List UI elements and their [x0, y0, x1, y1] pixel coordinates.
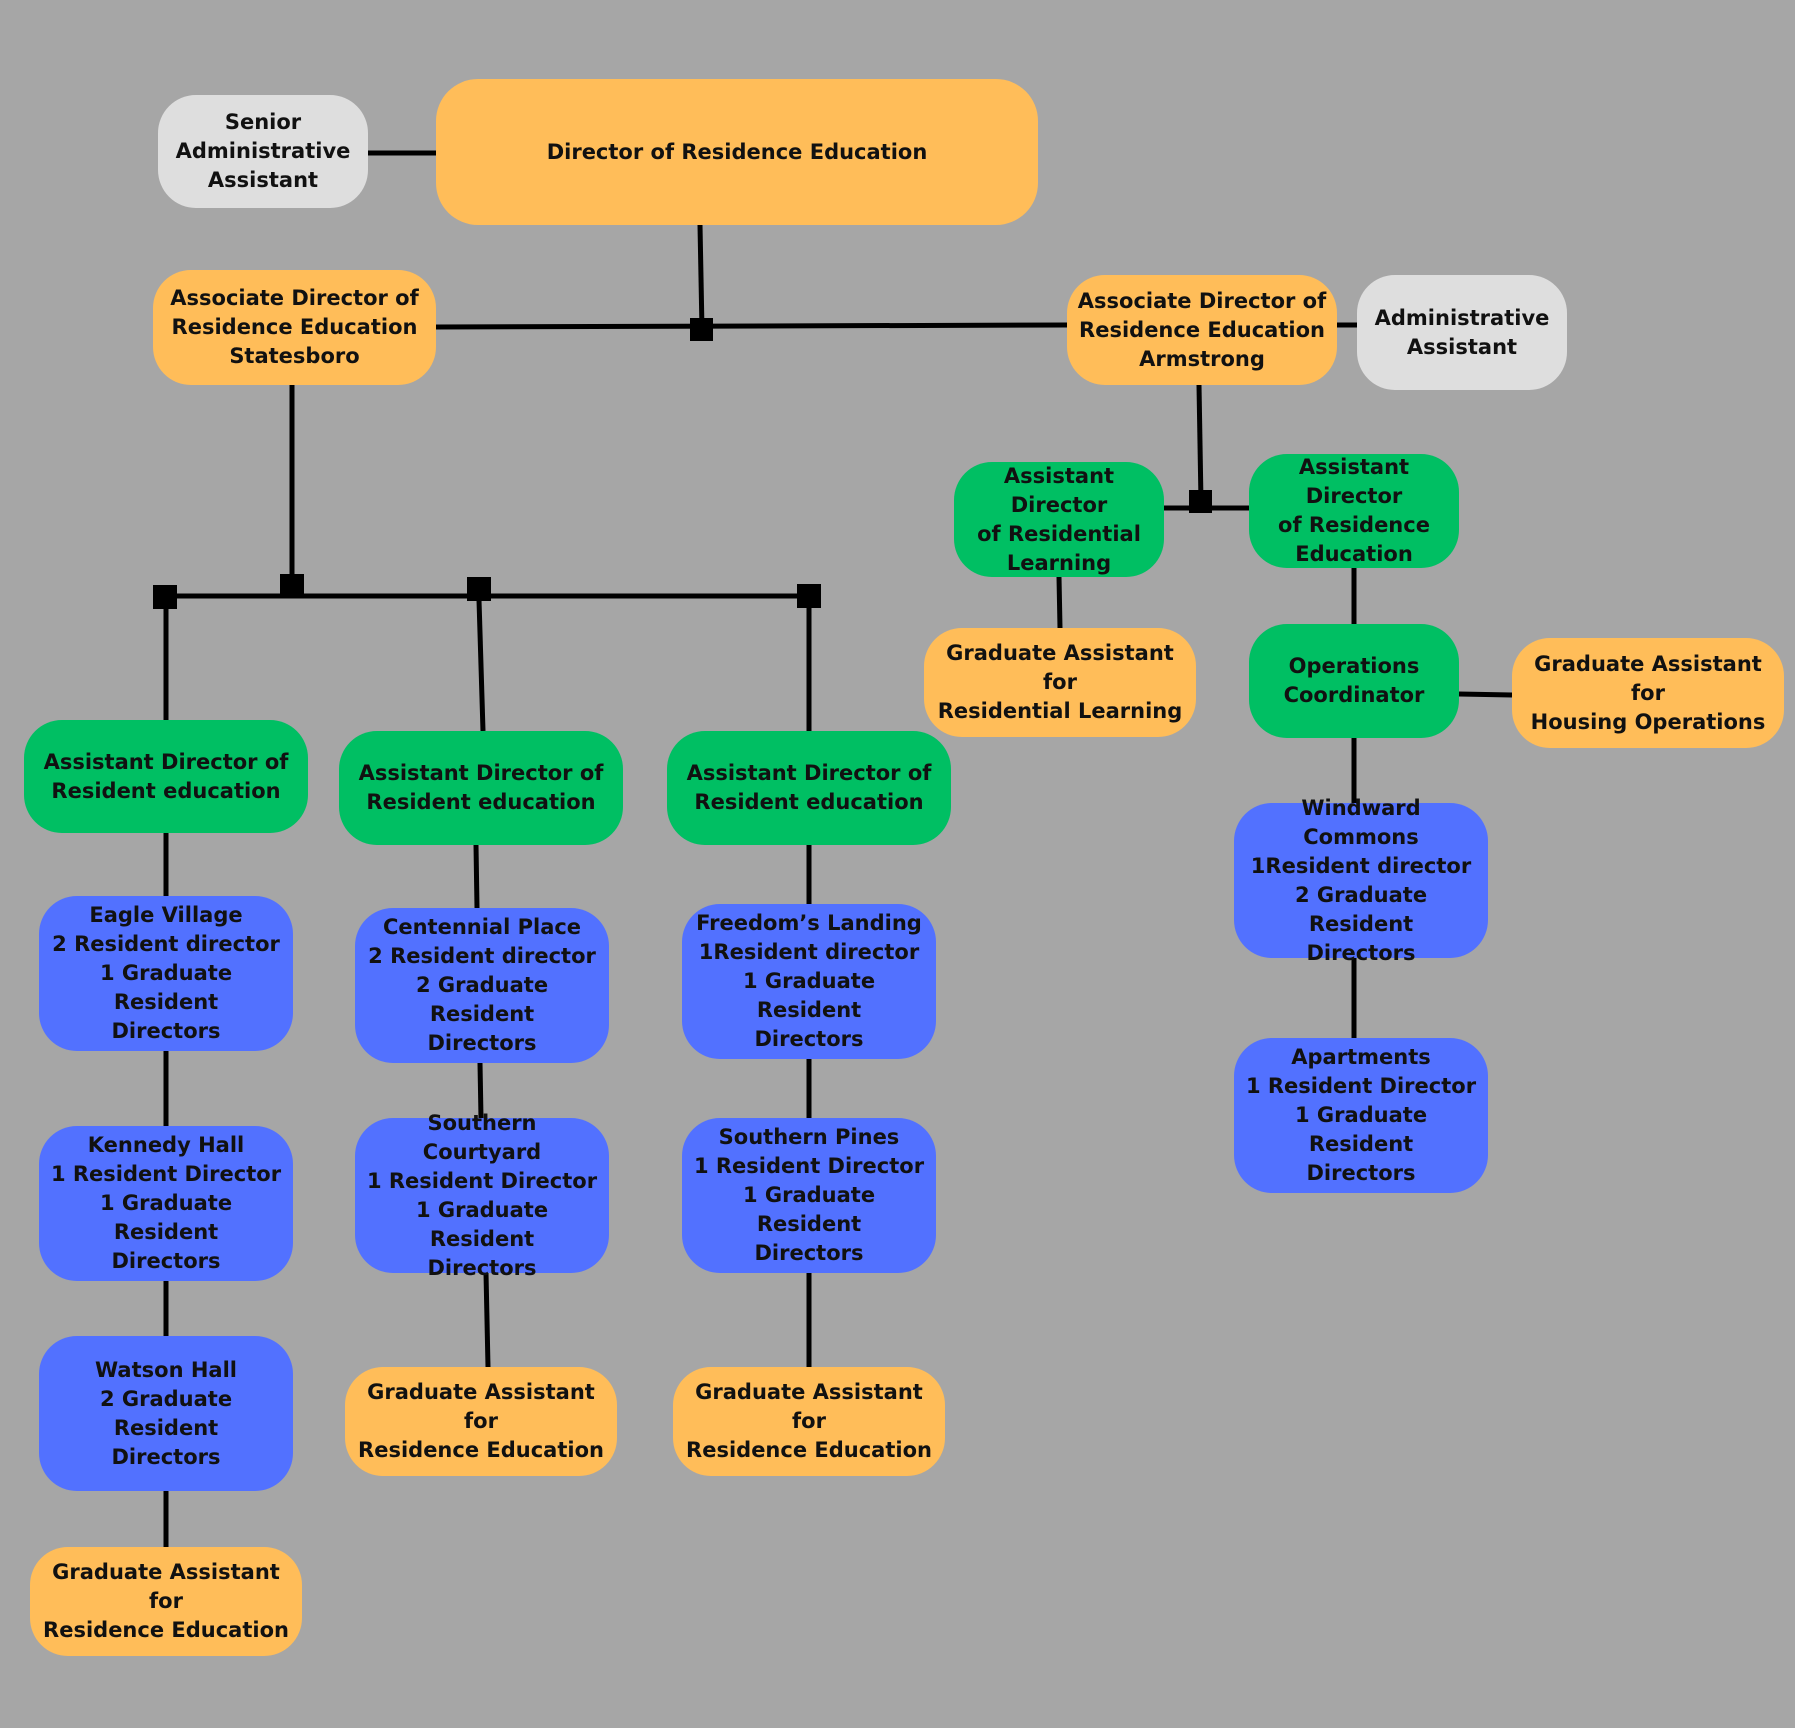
centennial-place-box[interactable]: Centennial Place 2 Resident director 2 G… — [355, 908, 609, 1063]
watson-hall-box[interactable]: Watson Hall 2 Graduate Resident Director… — [39, 1336, 293, 1491]
box-label: Assistant Director of Residential Learni… — [977, 463, 1141, 575]
box-label: Kennedy Hall 1 Resident Director 1 Gradu… — [50, 1133, 282, 1273]
southern-courtyard-box[interactable]: Southern Courtyard 1 Resident Director 1… — [355, 1111, 609, 1280]
box-label: Graduate Assistant for Residence Educati… — [686, 1380, 932, 1462]
connector-residential-learning — [1056, 576, 1063, 629]
ga-residence-education-1-box[interactable]: Graduate Assistant for Residence Educati… — [30, 1547, 302, 1656]
assistant-director-resident-education-1-box[interactable]: Assistant Director of Resident education — [24, 720, 308, 833]
connector-centennial — [473, 844, 480, 909]
associate-director-armstrong-box[interactable]: Associate Director of Residence Educatio… — [1067, 275, 1337, 385]
connector-southern-courtyard — [477, 1062, 484, 1119]
box-label: Assistant Director of Residence Educatio… — [1278, 455, 1430, 566]
box-label: Windward Commons 1Resident director 2 Gr… — [1250, 795, 1472, 965]
box-label: Graduate Assistant for Residential Learn… — [937, 641, 1183, 723]
associate-director-statesboro-box[interactable]: Associate Director of Residence Educatio… — [153, 270, 436, 385]
box-label: Operations Coordinator — [1283, 654, 1425, 707]
box-label: Apartments 1 Resident Director 1 Graduat… — [1245, 1045, 1477, 1185]
box-label: Graduate Assistant for Residence Educati… — [358, 1380, 604, 1462]
junction-node — [1189, 490, 1212, 513]
assistant-director-residential-learning-box[interactable]: Assistant Director of Residential Learni… — [954, 462, 1164, 577]
box-label: Southern Pines 1 Resident Director 1 Gra… — [693, 1125, 925, 1265]
connector-director-down — [697, 224, 705, 331]
box-label: Eagle Village 2 Resident director 1 Grad… — [52, 903, 280, 1043]
junction-node — [280, 574, 304, 598]
kennedy-hall-box[interactable]: Kennedy Hall 1 Resident Director 1 Gradu… — [39, 1126, 293, 1281]
box-label: Director of Residence Education — [546, 139, 928, 164]
administrative-assistant-box[interactable]: Administrative Assistant — [1357, 275, 1567, 390]
box-label: Watson Hall 2 Graduate Resident Director… — [95, 1357, 237, 1469]
connector-housing-ops — [1458, 691, 1513, 698]
box-label: Graduate Assistant for Housing Operation… — [1530, 651, 1766, 734]
assistant-director-residence-education-box[interactable]: Assistant Director of Residence Educatio… — [1249, 454, 1459, 568]
ga-residential-learning-box[interactable]: Graduate Assistant for Residential Learn… — [924, 628, 1196, 737]
junction-node — [690, 318, 713, 341]
freedoms-landing-box[interactable]: Freedom’s Landing 1Resident director 1 G… — [682, 904, 936, 1059]
box-label: Assistant Director of Resident education — [686, 761, 932, 814]
director-box[interactable]: Director of Residence Education — [436, 79, 1038, 225]
connector-ga-2 — [483, 1272, 491, 1368]
box-label: Centennial Place 2 Resident director 2 G… — [368, 915, 596, 1055]
southern-pines-box[interactable]: Southern Pines 1 Resident Director 1 Gra… — [682, 1118, 936, 1273]
connector-associates-bar — [435, 322, 1068, 330]
ga-residence-education-3-box[interactable]: Graduate Assistant for Residence Educati… — [673, 1367, 945, 1476]
assistant-director-resident-education-2-box[interactable]: Assistant Director of Resident education — [339, 731, 623, 845]
box-label: Freedom’s Landing 1Resident director 1 G… — [696, 911, 922, 1051]
box-label: Assistant Director of Resident education — [43, 749, 289, 803]
assistant-director-resident-education-3-box[interactable]: Assistant Director of Resident education — [667, 731, 951, 845]
box-label: Associate Director of Residence Educatio… — [1077, 288, 1327, 371]
ga-residence-education-2-box[interactable]: Graduate Assistant for Residence Educati… — [345, 1367, 617, 1476]
windward-commons-box[interactable]: Windward Commons 1Resident director 2 Gr… — [1234, 796, 1488, 965]
ga-housing-operations-box[interactable]: Graduate Assistant for Housing Operation… — [1512, 638, 1784, 748]
senior-administrative-assistant-box[interactable]: Senior Administrative Assistant — [158, 95, 368, 208]
box-label: Associate Director of Residence Educatio… — [170, 286, 419, 368]
box-label: Administrative Assistant — [1374, 305, 1550, 359]
connector-column-2 — [476, 599, 486, 732]
box-label: Graduate Assistant for Residence Educati… — [43, 1560, 289, 1642]
box-label: Assistant Director of Resident education — [358, 761, 604, 814]
connector-armstrong-down — [1196, 384, 1204, 503]
box-label: Senior Administrative Assistant — [175, 110, 351, 192]
junction-node — [467, 577, 491, 601]
apartments-box[interactable]: Apartments 1 Resident Director 1 Graduat… — [1234, 1038, 1488, 1193]
eagle-village-box[interactable]: Eagle Village 2 Resident director 1 Grad… — [39, 896, 293, 1051]
operations-coordinator-box[interactable]: Operations Coordinator — [1249, 624, 1459, 738]
box-label: Southern Courtyard 1 Resident Director 1… — [366, 1110, 598, 1280]
